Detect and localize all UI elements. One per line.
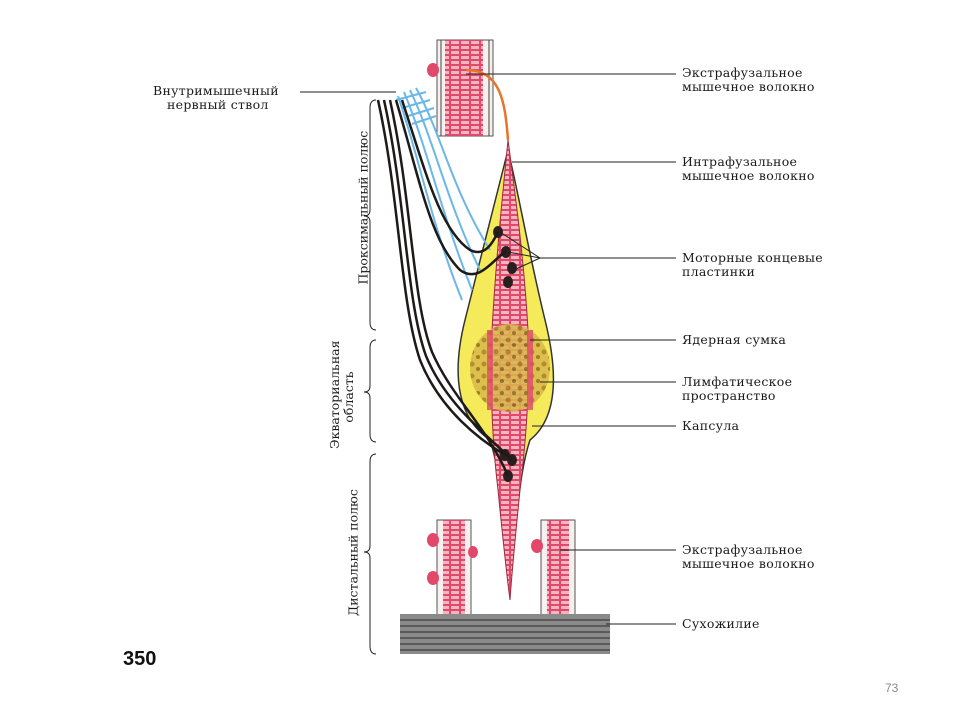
sensory-nerve-blue — [395, 87, 491, 301]
proximal-pole-label: Проксимальный полюс — [355, 130, 371, 285]
nuclear-bag-label: Ядерная сумка — [682, 332, 787, 347]
leader-lines — [300, 73, 676, 625]
extrafusal-fiber-bottom-left — [427, 519, 478, 617]
region-brackets — [363, 99, 377, 655]
extrafusal-fiber-bottom-right — [531, 519, 576, 617]
intramuscular-nerve-trunk — [376, 99, 513, 477]
extrafusal-fiber-top — [427, 39, 494, 137]
distal-pole-label: Дистальный полюс — [345, 489, 361, 616]
tendon-label: Сухожилие — [682, 616, 760, 631]
page-number: 73 — [885, 681, 899, 695]
capsule-label: Капсула — [682, 418, 740, 433]
figure-number: 350 — [123, 648, 157, 670]
tendon — [400, 614, 610, 654]
gamma-motor-nerve — [465, 68, 510, 141]
nuclear-bag — [470, 324, 550, 412]
